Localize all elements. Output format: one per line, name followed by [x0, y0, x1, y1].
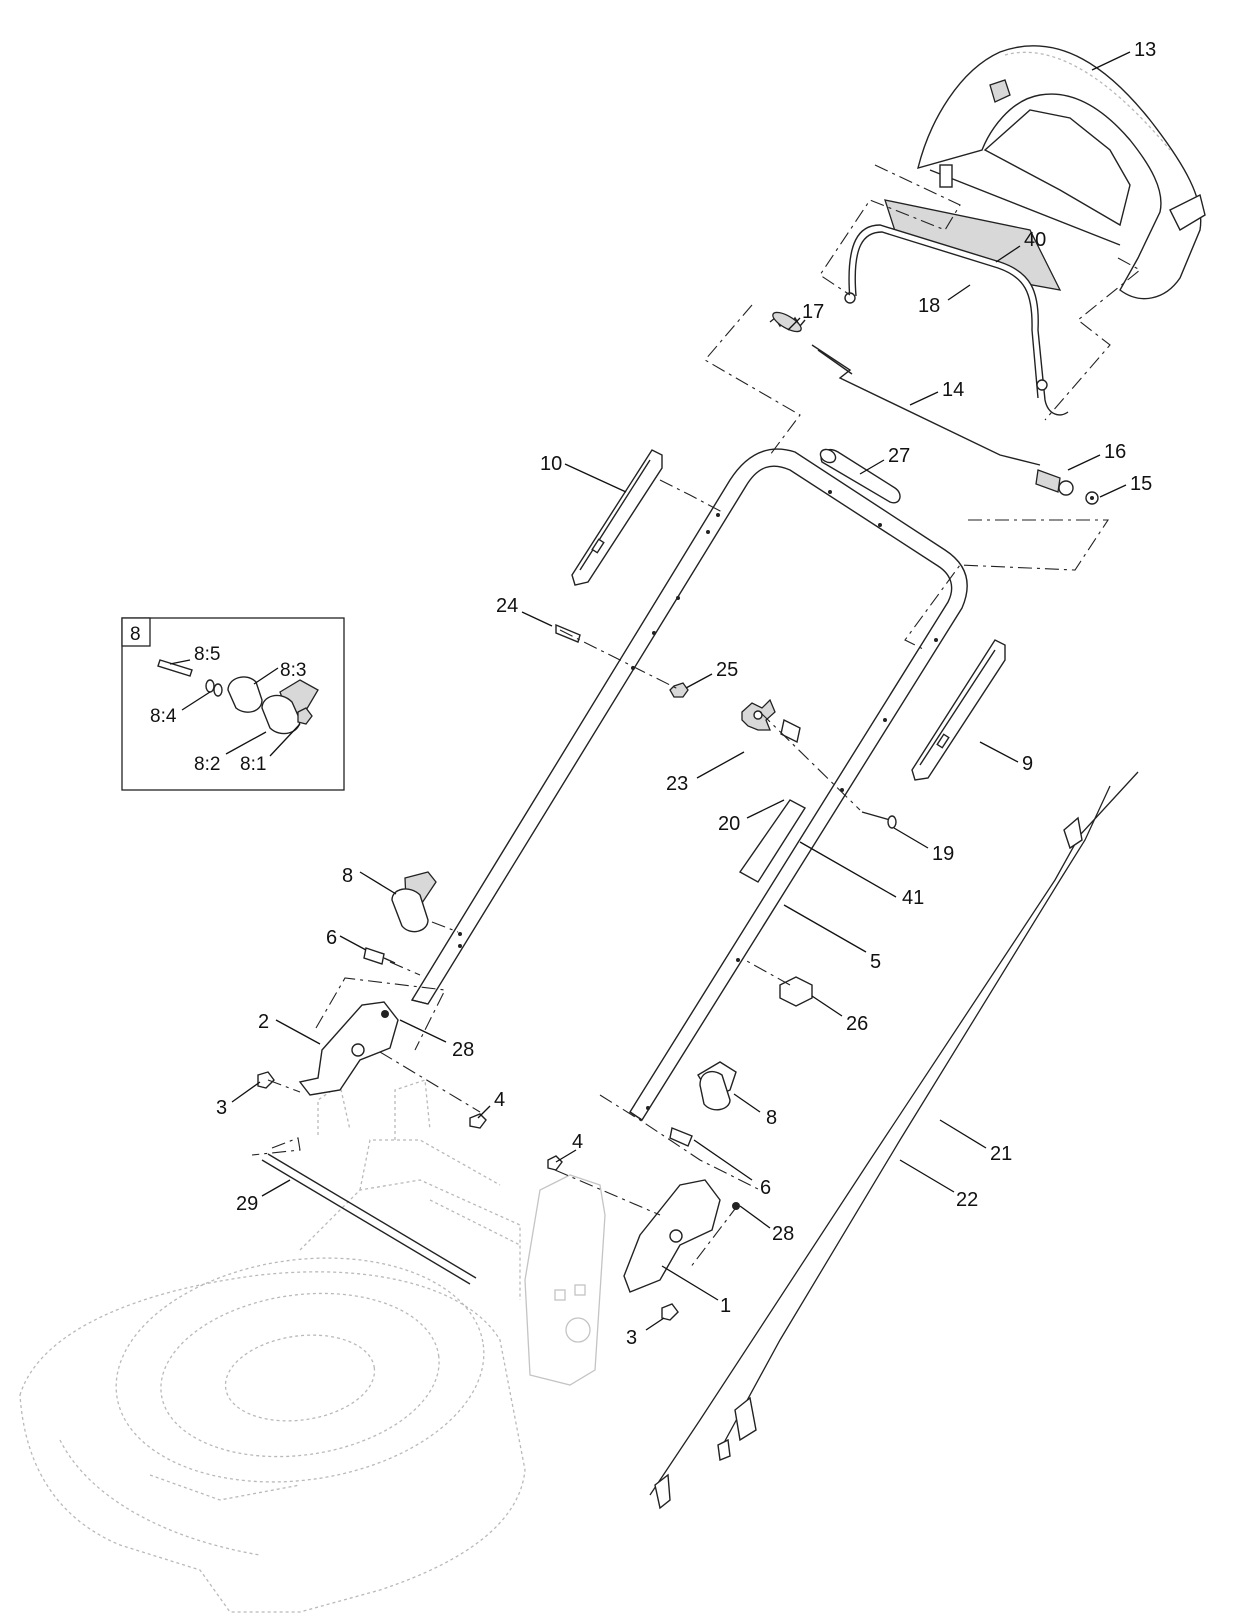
callout-9: 9 — [1022, 753, 1033, 775]
washer-15 — [1085, 491, 1099, 505]
callout-17: 17 — [802, 301, 824, 323]
callout-20: 20 — [718, 813, 740, 835]
inset-detail-8: 8 8:5 8:3 8:4 8:2 8:1 — [121, 617, 345, 791]
nut-4-left — [469, 1113, 487, 1129]
nut-25 — [669, 682, 689, 698]
inset-label-8-1: 8:1 — [240, 754, 266, 775]
callout-24: 24 — [496, 595, 518, 617]
lever-8-right — [697, 1061, 737, 1111]
callout-41: 41 — [902, 887, 924, 909]
callout-14: 14 — [942, 379, 964, 401]
inset-tag: 8 — [130, 624, 141, 645]
callout-22: 22 — [956, 1189, 978, 1211]
bolt-6-right — [669, 1127, 693, 1147]
grip-tube-27 — [819, 448, 901, 504]
callout-6-right: 6 — [760, 1177, 771, 1199]
spring-17 — [769, 311, 806, 333]
inset-label-8-2: 8:2 — [194, 754, 220, 775]
bolt-3-right — [661, 1303, 679, 1321]
pad-41 — [738, 799, 806, 883]
callout-2: 2 — [258, 1011, 269, 1033]
callout-4-left: 4 — [494, 1089, 505, 1111]
axle-rod-29 — [261, 1153, 477, 1285]
callout-3-left: 3 — [216, 1097, 227, 1119]
upper-handle — [410, 448, 968, 1121]
bolt-6-left — [363, 947, 396, 965]
mower-deck-ghost — [19, 1079, 526, 1613]
callout-1: 1 — [720, 1295, 731, 1317]
bolt-19 — [861, 811, 897, 829]
callout-5: 5 — [870, 951, 881, 973]
callout-27: 27 — [888, 445, 910, 467]
callout-labels: 13 40 18 17 14 27 16 15 10 24 25 9 23 20… — [216, 39, 1156, 1349]
cable-22 — [717, 785, 1111, 1461]
spacer-20 — [780, 718, 801, 744]
callout-3-right: 3 — [626, 1327, 637, 1349]
height-plate-1 — [623, 1179, 740, 1293]
callout-40: 40 — [1024, 229, 1046, 251]
lever-8-left — [391, 871, 437, 933]
callout-25: 25 — [716, 659, 738, 681]
callout-28-left: 28 — [452, 1039, 474, 1061]
knob-23 — [741, 698, 776, 731]
callout-6-left: 6 — [326, 927, 337, 949]
callout-8-left: 8 — [342, 865, 353, 887]
callout-23: 23 — [666, 773, 688, 795]
fitting-16 — [1035, 469, 1074, 496]
cable-guide-9 — [911, 639, 1006, 781]
spacer-26 — [779, 976, 813, 1007]
cable-guide-10 — [571, 449, 663, 586]
height-plate-2 — [298, 1001, 399, 1096]
inset-label-8-4: 8:4 — [150, 706, 177, 727]
callout-15: 15 — [1130, 473, 1152, 495]
bail-18 — [844, 224, 1069, 416]
callout-26: 26 — [846, 1013, 868, 1035]
callout-4-right: 4 — [572, 1131, 583, 1153]
inset-label-8-3: 8:3 — [280, 660, 306, 681]
callout-21: 21 — [990, 1143, 1012, 1165]
callout-13: 13 — [1134, 39, 1156, 61]
leader-lines — [231, 51, 1131, 1331]
bolt-3-left — [257, 1071, 275, 1089]
callout-29: 29 — [236, 1193, 258, 1215]
callout-10: 10 — [540, 453, 562, 475]
callout-28-right: 28 — [772, 1223, 794, 1245]
callout-19: 19 — [932, 843, 954, 865]
top-grip-13 — [917, 45, 1206, 300]
deck-bracket-right — [524, 1174, 606, 1386]
inset-label-8-5: 8:5 — [194, 644, 220, 665]
cable-21 — [649, 771, 1139, 1510]
assembly-lines — [251, 164, 1141, 1269]
callout-16: 16 — [1104, 441, 1126, 463]
rod-14 — [811, 344, 1041, 466]
nut-4-right — [547, 1155, 563, 1171]
callout-18: 18 — [918, 295, 940, 317]
callout-8-right: 8 — [766, 1107, 777, 1129]
